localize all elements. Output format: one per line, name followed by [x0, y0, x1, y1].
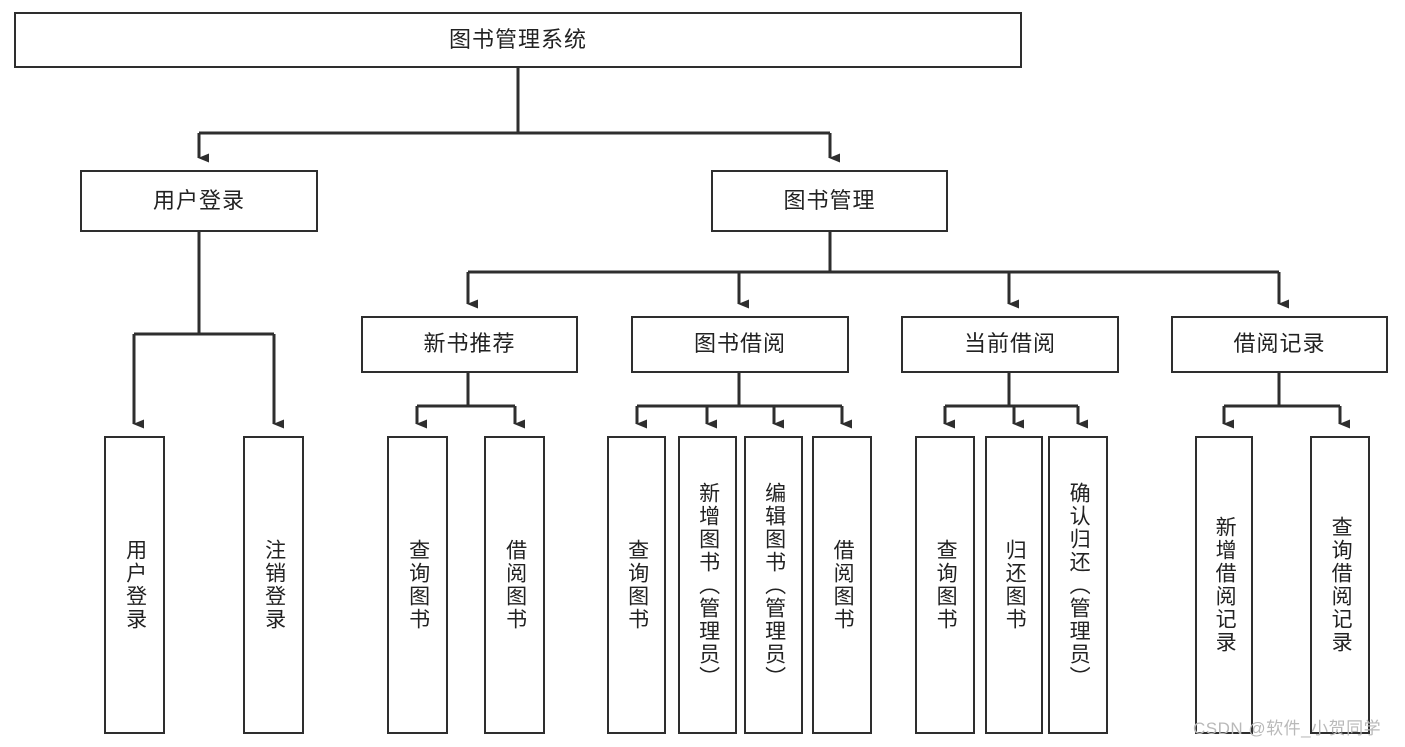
leaf-borrow-query-book[interactable]: 查询图书: [607, 436, 666, 734]
leaf-newbook-query-book[interactable]: 查询图书: [387, 436, 448, 734]
watermark: CSDN @软件_小贺同学: [1193, 719, 1382, 738]
node-book-management[interactable]: 图书管理: [711, 170, 948, 232]
leaf-newbook-borrow-book-label: 借阅图书: [503, 539, 527, 631]
node-current-borrow[interactable]: 当前借阅: [901, 316, 1119, 373]
leaf-user-login-label: 用户登录: [123, 539, 147, 631]
node-root-label: 图书管理系统: [448, 26, 587, 52]
leaf-user-login[interactable]: 用户登录: [104, 436, 165, 734]
node-new-book-recommend[interactable]: 新书推荐: [361, 316, 578, 373]
node-current-borrow-label: 当前借阅: [963, 331, 1056, 357]
leaf-record-query-record-label: 查询借阅记录: [1329, 516, 1353, 654]
leaf-user-logout[interactable]: 注销登录: [243, 436, 304, 734]
leaf-current-return-book-label: 归还图书: [1003, 539, 1027, 631]
leaf-current-query-book-label: 查询图书: [934, 539, 958, 631]
leaf-newbook-borrow-book[interactable]: 借阅图书: [484, 436, 545, 734]
leaf-newbook-query-book-label: 查询图书: [406, 539, 430, 631]
leaf-borrow-lend-book[interactable]: 借阅图书: [812, 436, 872, 734]
leaf-record-query-record[interactable]: 查询借阅记录: [1310, 436, 1370, 734]
leaf-current-query-book[interactable]: 查询图书: [915, 436, 975, 734]
node-new-book-recommend-label: 新书推荐: [423, 331, 516, 357]
node-book-management-label: 图书管理: [783, 187, 876, 213]
node-book-borrow-label: 图书借阅: [693, 331, 786, 357]
leaf-borrow-edit-book-admin[interactable]: 编辑图书（管理员）: [744, 436, 803, 734]
leaf-borrow-add-book-admin-label: 新增图书（管理员）: [696, 481, 720, 689]
leaf-borrow-add-book-admin[interactable]: 新增图书（管理员）: [678, 436, 737, 734]
node-user-login[interactable]: 用户登录: [80, 170, 318, 232]
leaf-record-add-record[interactable]: 新增借阅记录: [1195, 436, 1253, 734]
leaf-borrow-query-book-label: 查询图书: [625, 539, 649, 631]
node-root[interactable]: 图书管理系统: [14, 12, 1022, 68]
leaf-current-return-book[interactable]: 归还图书: [985, 436, 1043, 734]
leaf-borrow-edit-book-admin-label: 编辑图书（管理员）: [762, 481, 786, 689]
leaf-current-confirm-return-admin-label: 确认归还（管理员）: [1067, 481, 1091, 689]
leaf-user-logout-label: 注销登录: [262, 539, 286, 631]
node-user-login-label: 用户登录: [152, 187, 245, 213]
node-book-borrow[interactable]: 图书借阅: [631, 316, 849, 373]
leaf-current-confirm-return-admin[interactable]: 确认归还（管理员）: [1048, 436, 1108, 734]
node-borrow-record-label: 借阅记录: [1233, 331, 1326, 357]
leaf-borrow-lend-book-label: 借阅图书: [831, 539, 855, 631]
leaf-record-add-record-label: 新增借阅记录: [1213, 516, 1237, 654]
node-borrow-record[interactable]: 借阅记录: [1171, 316, 1388, 373]
